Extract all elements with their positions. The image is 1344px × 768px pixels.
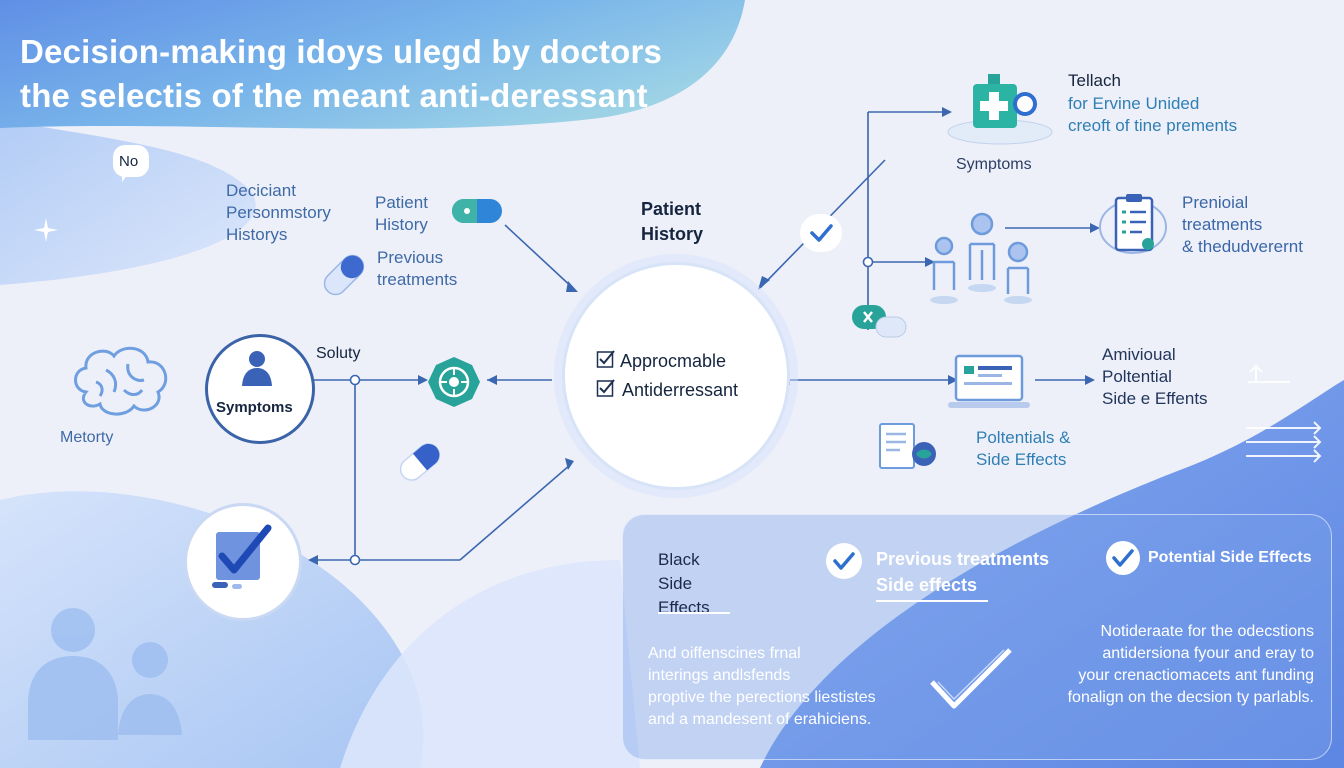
- soluty-label: Soluty: [316, 345, 361, 362]
- check-icon-large: [926, 644, 1016, 719]
- capsule-icon-lower: [394, 436, 446, 493]
- decision-hub: [562, 262, 790, 490]
- prenioial-label: Prenioial treatments & thedudverernt: [1182, 193, 1303, 256]
- metorty-label: Metorty: [60, 429, 114, 446]
- clipboard-icon: [1098, 190, 1168, 265]
- pill-icon: [318, 248, 370, 307]
- hub-checkbox-icon-1: [596, 349, 616, 374]
- page-title: Decision-making idoys ulegd by doctors t…: [20, 33, 663, 114]
- previous-treatments-label: Previous treatments: [377, 248, 458, 289]
- black-side-underline: [658, 612, 730, 614]
- brain-icon: [66, 340, 176, 429]
- panel-para-right: Notideraate for the odecstions antidersi…: [1067, 623, 1314, 706]
- hub-check-1: Approcmable: [620, 351, 727, 371]
- check-icon-previous: [826, 543, 862, 579]
- speech-bubble: [112, 144, 150, 182]
- medical-kit-icon: [945, 70, 1055, 157]
- amivioual-label: Amivioual Poltential Side e Effents: [1102, 345, 1208, 408]
- summary-panel: [622, 514, 1332, 760]
- panel-black-side: Black Side Effects: [658, 550, 710, 617]
- x-icon: [850, 303, 908, 344]
- panel-potential-side: Potential Side Effects: [1148, 549, 1312, 566]
- star-icon: [32, 216, 60, 249]
- patient-history-small-label: Patient History: [375, 193, 428, 234]
- tellach-desc: for Ervine Unided creoft of tine prement…: [1068, 94, 1238, 135]
- person-icon: [240, 350, 274, 393]
- panel-para-left: And oiffenscines frnal interings andlsfe…: [648, 645, 876, 728]
- checkbox-icon: [208, 520, 278, 601]
- check-badge: [800, 214, 842, 252]
- capsule-icon: [450, 196, 504, 231]
- arrows-icon: [1240, 358, 1330, 473]
- group-icon: [926, 210, 1036, 315]
- hub-check-2: Antiderressant: [622, 380, 739, 400]
- check-icon-potential: [1106, 541, 1140, 575]
- gear-icon: [426, 355, 482, 414]
- decicient-label: Deciciant Personmstory Historys: [226, 181, 331, 244]
- symptoms-node-label: Symptoms: [216, 399, 293, 416]
- hub-checkbox-icon-2: [596, 378, 616, 403]
- panel-previous-side: Previous treatments Side effects: [876, 549, 1050, 595]
- tellach-label: Tellach: [1068, 71, 1121, 90]
- laptop-icon: [946, 352, 1032, 421]
- potentials-label: Poltentials & Side Effects: [976, 428, 1071, 469]
- hub-heading: Patient History: [641, 199, 704, 244]
- right-symptoms-label: Symptoms: [956, 156, 1032, 173]
- document-icon: [876, 422, 940, 477]
- bubble-no-label: No: [119, 153, 139, 170]
- previous-side-underline: [876, 600, 988, 602]
